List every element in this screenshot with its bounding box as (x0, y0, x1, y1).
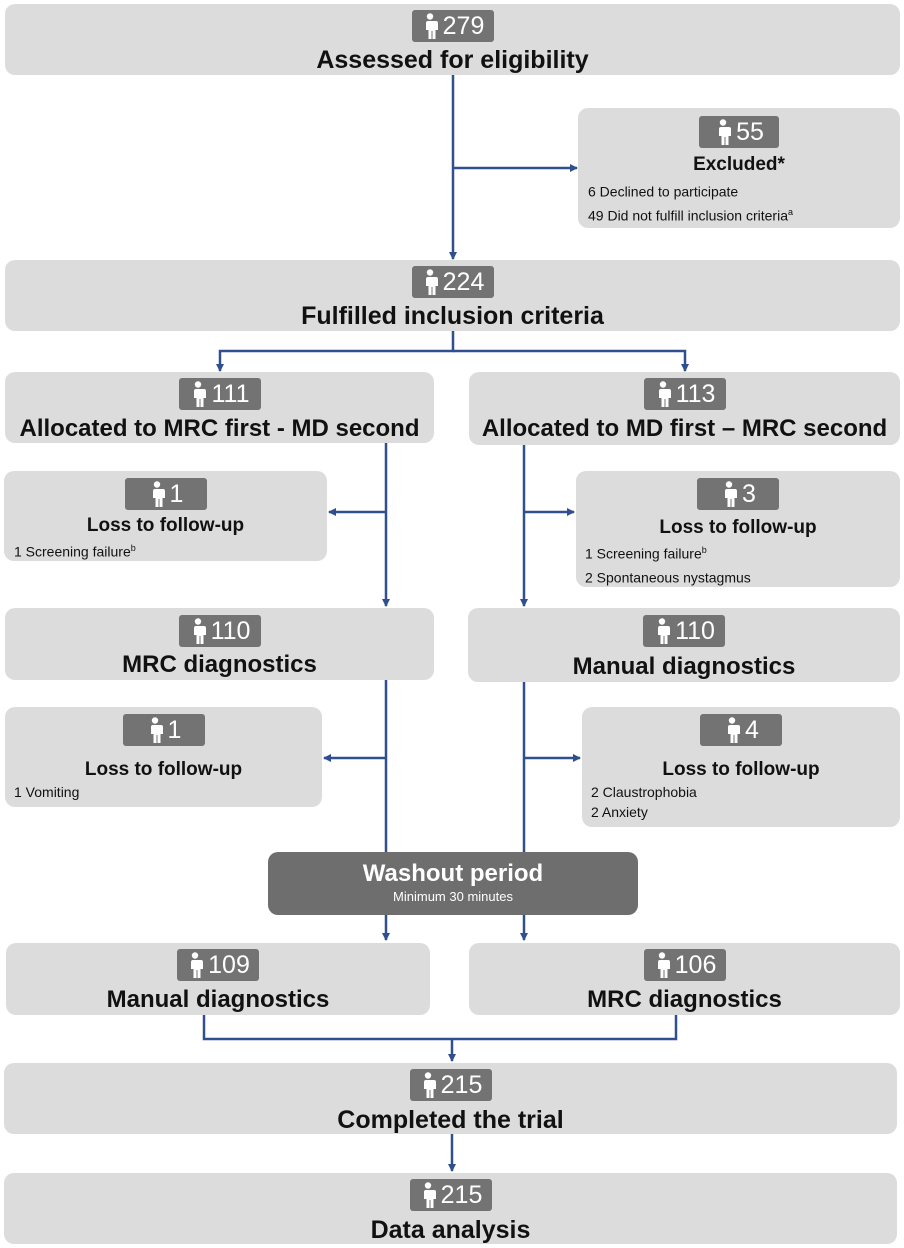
count-value: 113 (675, 380, 716, 408)
loss1-right-box: 3 Loss to follow-up 1 Screening failureb… (576, 471, 900, 587)
person-icon (726, 717, 741, 743)
person-icon (189, 952, 204, 978)
count-value: 109 (208, 951, 250, 979)
count-value: 279 (442, 12, 485, 40)
diag2-left-box: 109 Manual diagnostics (6, 943, 430, 1015)
node-label: Manual diagnostics (572, 653, 796, 680)
merge-line (202, 1015, 678, 1041)
item-list: 6 Declined to participate 49 Did not ful… (588, 178, 900, 225)
node-label: Loss to follow-up (86, 515, 245, 536)
count-value: 1 (169, 480, 184, 508)
count-value: 106 (674, 951, 717, 979)
list-item: 1 Vomiting (14, 784, 80, 800)
loss2-right-box: 4 Loss to follow-up 2 Claustrophobia 2 A… (582, 707, 900, 827)
node-label: Manual diagnostics (106, 986, 330, 1013)
node-label: Loss to follow-up (84, 759, 243, 780)
alloc-right-box: 113 Allocated to MD first – MRC second (469, 372, 900, 445)
analysis-box: 215 Data analysis (4, 1173, 897, 1244)
node-label: MRC diagnostics (587, 986, 782, 1013)
count-badge: 113 (643, 378, 726, 410)
count-badge: 55 (699, 116, 779, 148)
item-list: 1 Screening failureb 2 Spontaneous nysta… (585, 540, 900, 587)
count-value: 55 (736, 118, 764, 146)
washout-sublabel: Minimum 30 minutes (393, 889, 513, 904)
count-badge: 4 (700, 714, 782, 746)
node-label: Loss to follow-up (662, 759, 820, 780)
list-item: 2 Spontaneous nystagmus (585, 569, 751, 586)
count-value: 110 (675, 617, 715, 645)
node-label: Loss to follow-up (659, 517, 817, 538)
washout-box: Washout period Minimum 30 minutes (268, 852, 638, 915)
person-icon (148, 717, 163, 743)
count-badge: 110 (178, 615, 261, 647)
person-icon (656, 381, 671, 407)
person-icon (723, 481, 738, 507)
person-icon (192, 381, 207, 407)
count-value: 215 (440, 1181, 483, 1209)
node-label: Fulfilled inclusion criteria (301, 302, 604, 330)
count-value: 215 (440, 1071, 483, 1099)
count-badge: 215 (409, 1179, 492, 1211)
count-value: 110 (210, 617, 251, 645)
node-label: Completed the trial (337, 1106, 564, 1134)
diag2-right-box: 106 MRC diagnostics (469, 943, 900, 1015)
list-item: 49 Did not fulfill inclusion criteriaa (588, 206, 793, 224)
list-item: 2 Claustrophobia (591, 784, 697, 800)
arrow-to-alloc-right (453, 349, 689, 372)
count-value: 224 (442, 268, 485, 296)
list-item: 1 Screening failureb (585, 545, 707, 562)
alloc-left-box: 111 Allocated to MRC first - MD second (5, 372, 434, 443)
list-item: 2 Anxiety (591, 804, 648, 820)
person-icon (423, 13, 438, 39)
person-icon (656, 618, 671, 644)
person-icon (421, 1182, 436, 1208)
list-item: 6 Declined to participate (588, 183, 739, 200)
person-icon (421, 1072, 436, 1098)
fulfilled-box: 224 Fulfilled inclusion criteria (5, 260, 900, 331)
count-badge: 110 (643, 615, 725, 647)
count-badge: 111 (178, 378, 261, 410)
person-icon (150, 481, 165, 507)
count-value: 111 (211, 380, 250, 408)
assessed-box: 279 Assessed for eligibility (5, 4, 900, 75)
item-list: 2 Claustrophobia 2 Anxiety (591, 782, 900, 822)
node-label: Excluded* (693, 154, 785, 175)
node-label: Assessed for eligibility (316, 46, 589, 74)
count-value: 3 (742, 480, 756, 508)
list-item: 1 Screening failureb (14, 543, 136, 560)
item-list: 1 Vomiting (14, 782, 322, 802)
diag1-right-box: 110 Manual diagnostics (468, 608, 900, 682)
loss2-left-box: 1 Loss to follow-up 1 Vomiting (5, 707, 322, 807)
count-badge: 1 (122, 714, 205, 746)
person-icon (655, 952, 670, 978)
person-icon (423, 269, 438, 295)
person-icon (717, 119, 732, 145)
person-icon (191, 618, 206, 644)
node-label: Allocated to MD first – MRC second (481, 415, 888, 442)
count-badge: 224 (411, 266, 494, 298)
count-badge: 106 (643, 949, 726, 981)
count-value: 4 (745, 716, 759, 744)
count-badge: 109 (177, 949, 259, 981)
completed-box: 215 Completed the trial (4, 1063, 897, 1134)
excluded-box: 55 Excluded* 6 Declined to participate 4… (578, 108, 900, 228)
count-badge: 3 (697, 478, 779, 510)
diag1-left-box: 110 MRC diagnostics (5, 608, 434, 680)
loss1-left-box: 1 Loss to follow-up 1 Screening failureb (4, 471, 327, 561)
count-badge: 215 (409, 1069, 492, 1101)
item-list: 1 Screening failureb (14, 538, 327, 562)
node-label: MRC diagnostics (122, 651, 317, 678)
node-label: Data analysis (370, 1216, 531, 1244)
count-badge: 1 (124, 478, 207, 510)
arrow-to-alloc-left (216, 331, 455, 372)
count-badge: 279 (411, 10, 494, 42)
count-value: 1 (167, 716, 182, 744)
node-label: Allocated to MRC first - MD second (19, 415, 420, 442)
washout-label: Washout period (362, 860, 544, 887)
